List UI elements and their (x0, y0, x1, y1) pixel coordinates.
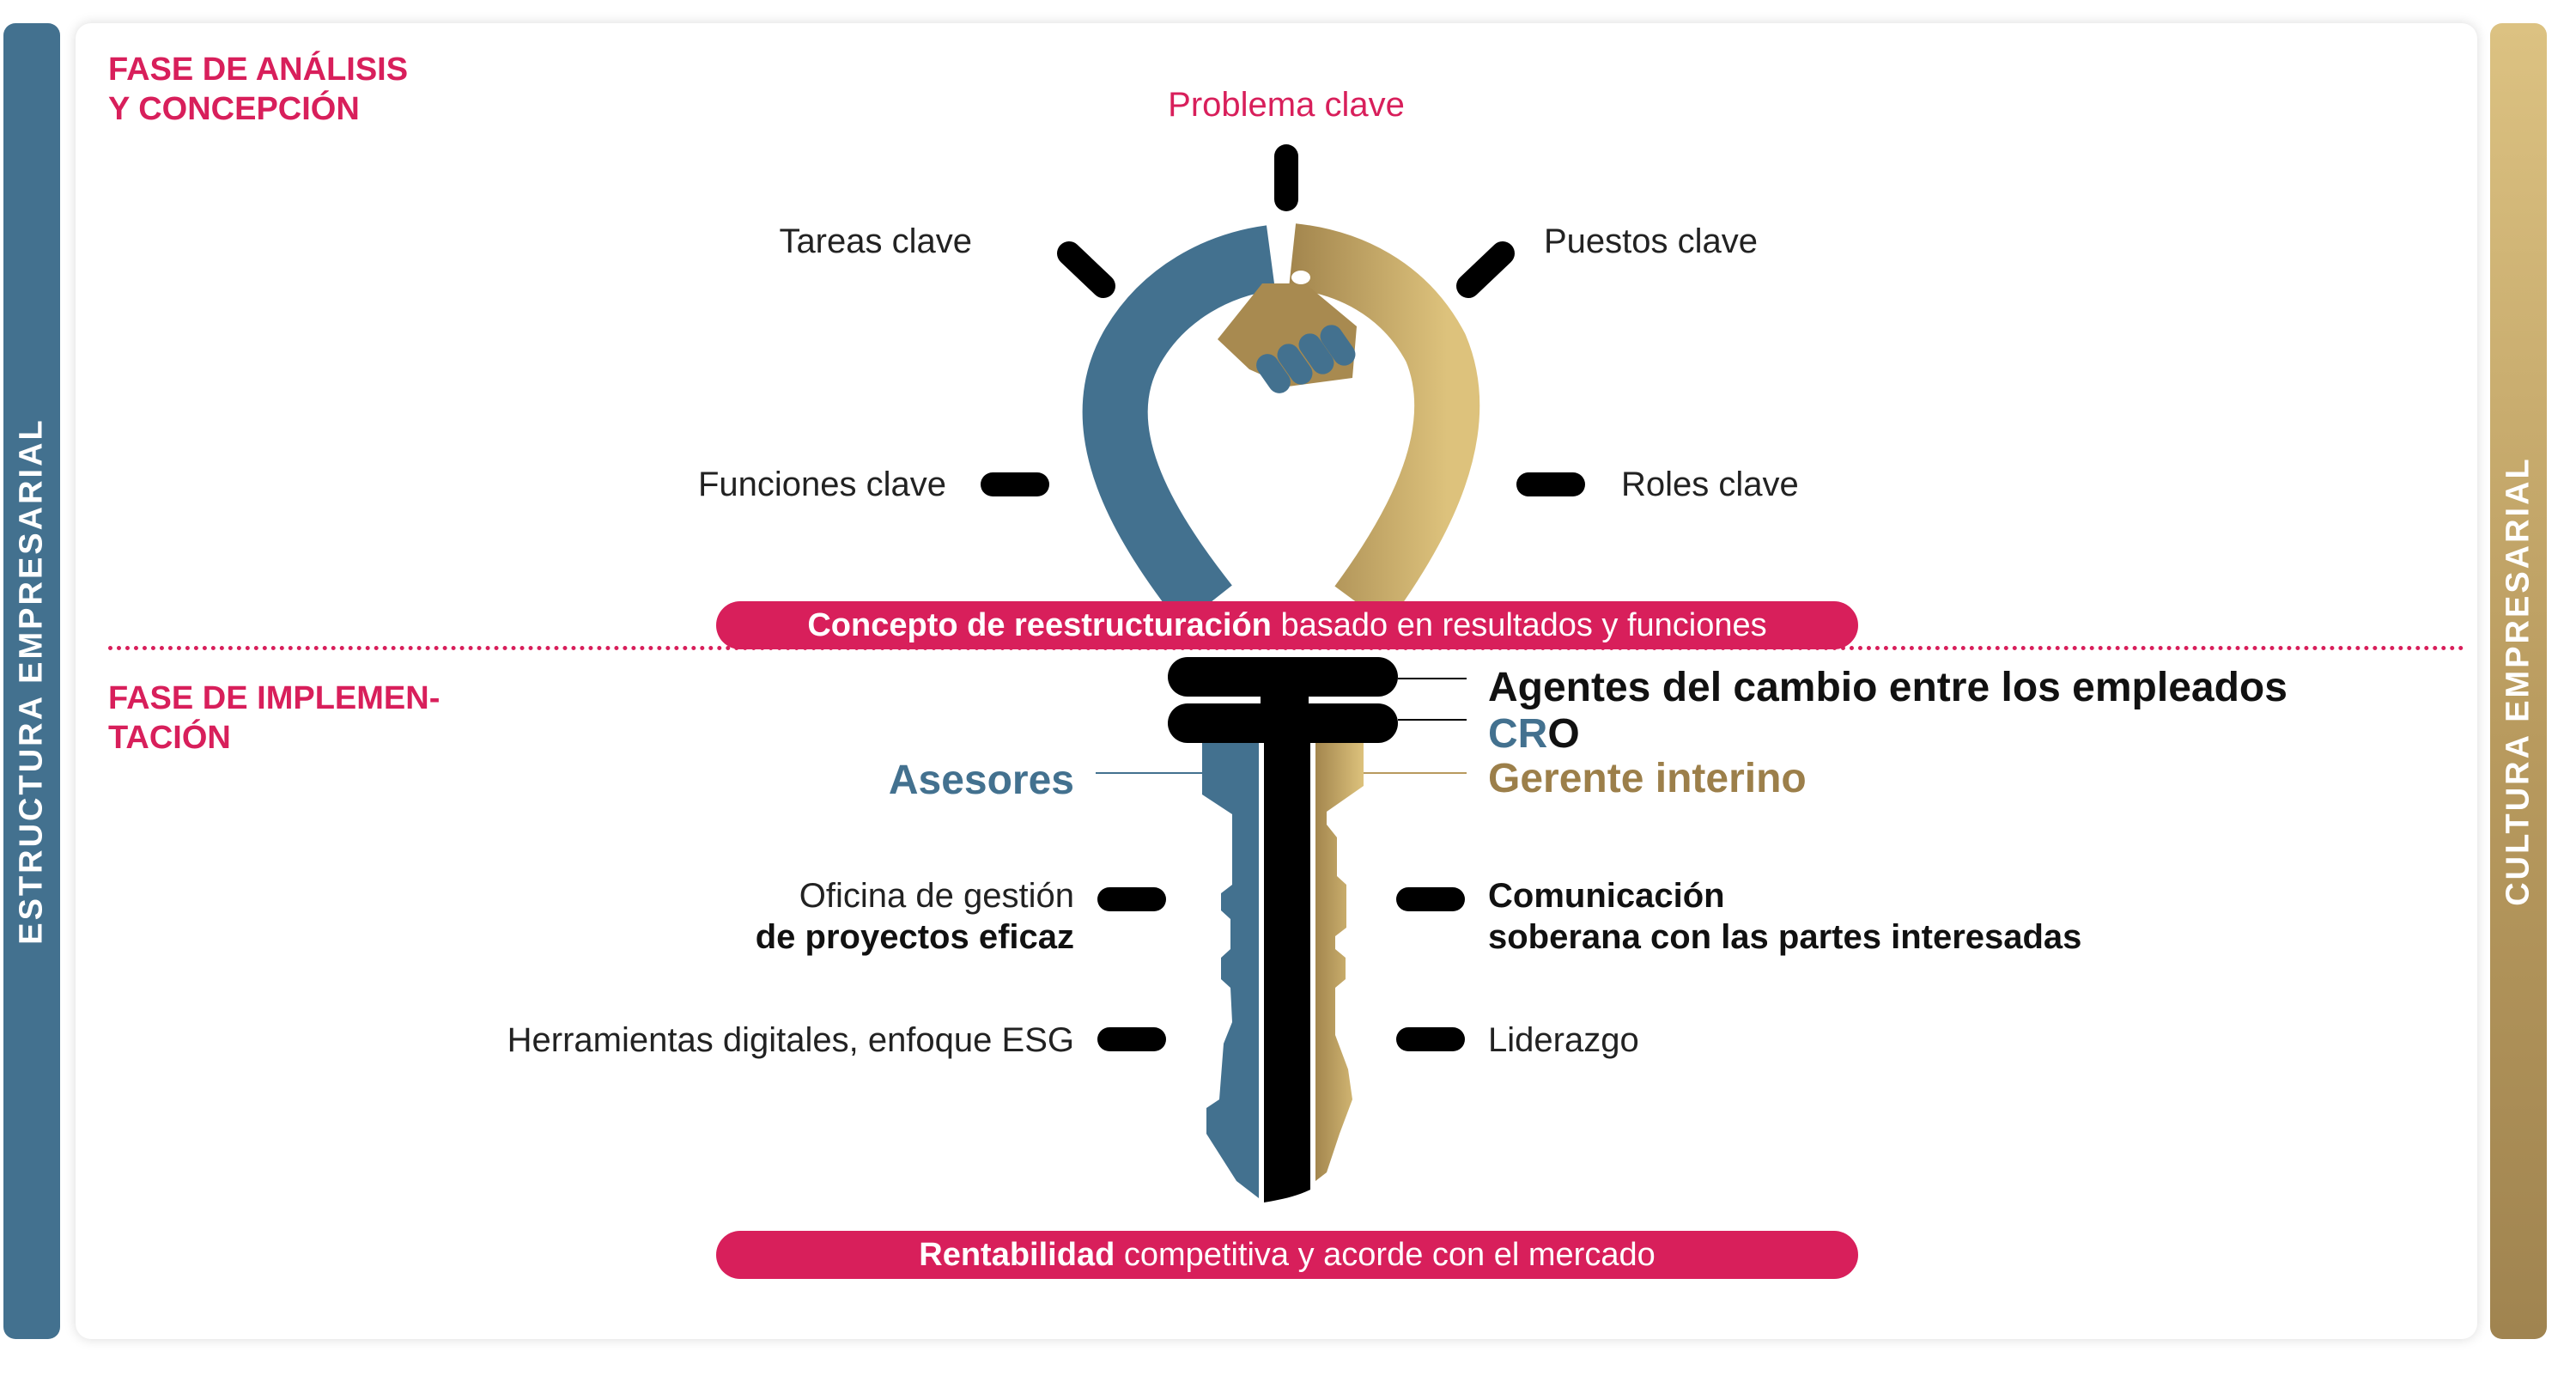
phase2-title-line2: TACIÓN (108, 720, 231, 756)
oficina-line1: Oficina de gestión (799, 877, 1074, 915)
label-problema-clave: Problema clave (1168, 86, 1405, 124)
sidebar-estructura-empresarial: ESTRUCTURA EMPRESARIAL (3, 23, 60, 1339)
label-herramientas-digitales: Herramientas digitales, enfoque ESG (507, 1021, 1074, 1059)
banner2-bold: Rentabilidad (919, 1237, 1115, 1273)
phase-divider (108, 646, 2465, 650)
blue-arm (1082, 225, 1276, 626)
phase1-title-line1: FASE DE ANÁLISIS (108, 52, 409, 88)
banner1-bold: Concepto de reestructuración (807, 607, 1272, 643)
ray-upper-left (1057, 241, 1115, 298)
oficina-line2: de proyectos eficaz (755, 918, 1074, 956)
label-comunicacion: Comunicación soberana con las partes int… (1488, 875, 2081, 958)
cro-cr: CR (1488, 711, 1548, 757)
phase2-title: FASE DE IMPLEMEN- TACIÓN (108, 679, 440, 758)
label-gerente-interino: Gerente interino (1488, 756, 1807, 801)
comunicacion-line1: Comunicación (1488, 877, 1725, 915)
key-blue-half (1202, 743, 1259, 1198)
gold-arm (1288, 223, 1480, 625)
label-cro: CRO (1488, 711, 1580, 758)
label-oficina-gestion: Oficina de gestión de proyectos eficaz (559, 875, 1074, 958)
label-roles-clave: Roles clave (1621, 466, 1799, 503)
label-asesores: Asesores (888, 758, 1074, 803)
banner-concepto-reestructuracion: Concepto de reestructuración basado en r… (716, 601, 1858, 649)
ray-upper-right (1456, 241, 1515, 298)
key-head-bar-1 (1168, 657, 1398, 697)
cro-o: O (1547, 711, 1580, 757)
label-agentes-cambio: Agentes del cambio entre los empleados (1488, 665, 2287, 710)
label-liderazgo: Liderazgo (1488, 1021, 1639, 1059)
key-black-shaft (1264, 743, 1310, 1202)
banner1-rest: basado en resultados y funciones (1280, 607, 1767, 643)
sidebar-cultura-empresarial: CULTURA EMPRESARIAL (2490, 23, 2547, 1339)
label-tareas-clave: Tareas clave (779, 222, 972, 260)
banner2-rest: competitiva y acorde con el mercado (1123, 1237, 1656, 1273)
phase2-title-line1: FASE DE IMPLEMEN- (108, 680, 440, 716)
phase1-title: FASE DE ANÁLISIS Y CONCEPCIÓN (108, 50, 408, 129)
phase1-title-line2: Y CONCEPCIÓN (108, 91, 360, 127)
key-gold-half (1315, 743, 1364, 1181)
key-head-bar-2 (1168, 703, 1398, 743)
label-funciones-clave: Funciones clave (697, 466, 946, 503)
label-puestos-clave: Puestos clave (1544, 222, 1759, 260)
banner-rentabilidad: Rentabilidad competitiva y acorde con el… (716, 1231, 1858, 1279)
ray-marks (981, 144, 1585, 1051)
comunicacion-line2: soberana con las partes interesadas (1488, 918, 2082, 956)
blue-fingers (1256, 325, 1356, 393)
